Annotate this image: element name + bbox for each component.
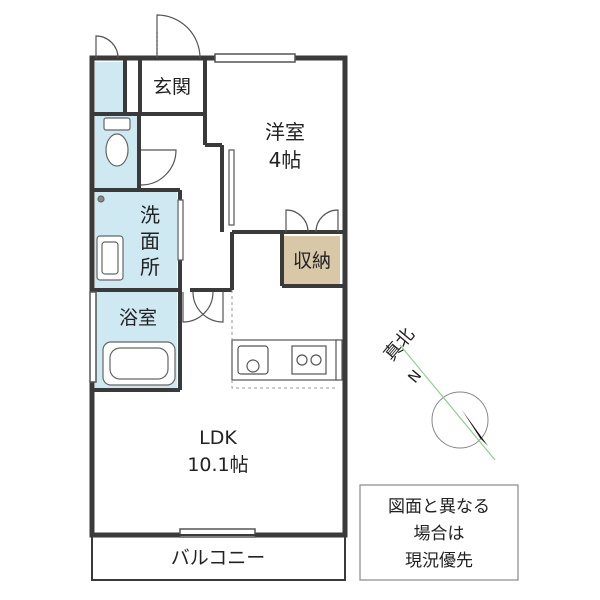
closet-doors <box>285 209 339 233</box>
washbasin <box>96 195 124 281</box>
balcony <box>91 534 346 581</box>
compass-letter: N <box>404 366 425 386</box>
storage-door-top <box>95 35 119 59</box>
toilet-fixture <box>103 117 131 167</box>
entrance-door <box>156 14 201 59</box>
ldk-name: LDK <box>199 427 237 449</box>
ldk-size: 10.1帖 <box>187 454 248 476</box>
washroom-sliding-door <box>177 199 184 261</box>
western-room-name: 洋室 <box>265 120 305 144</box>
balcony-label: バルコニー <box>171 547 266 569</box>
kitchen-counter <box>231 339 343 381</box>
storage-closet-fill <box>284 236 340 284</box>
western-room-sliding-door <box>228 149 235 226</box>
notice-line-3: 現況優先 <box>405 551 473 571</box>
storage-cabinet-fill-top <box>95 62 123 112</box>
bathtub <box>102 341 176 386</box>
compass-circle <box>431 391 489 449</box>
windows <box>89 53 296 538</box>
bathroom-door <box>182 291 224 323</box>
washroom-label-3: 所 <box>140 255 160 279</box>
notice-box <box>359 484 519 581</box>
western-room-size: 4帖 <box>269 148 302 172</box>
north-compass: 真北 N <box>380 324 496 461</box>
genkan-label: 玄関 <box>153 76 191 98</box>
notice-line-2: 場合は <box>414 524 465 544</box>
dashed-guides <box>231 290 338 389</box>
bathroom-label: 浴室 <box>119 307 157 329</box>
compass-label: 真北 <box>380 324 419 365</box>
compass-needle-head <box>462 410 488 446</box>
storage-label: 収納 <box>293 250 331 272</box>
washroom-label-1: 洗 <box>140 203 160 227</box>
toilet-door <box>140 149 177 186</box>
washroom-label-2: 面 <box>140 229 160 253</box>
notice-line-1: 図面と異なる <box>388 497 490 517</box>
compass-needle-line <box>399 344 496 461</box>
